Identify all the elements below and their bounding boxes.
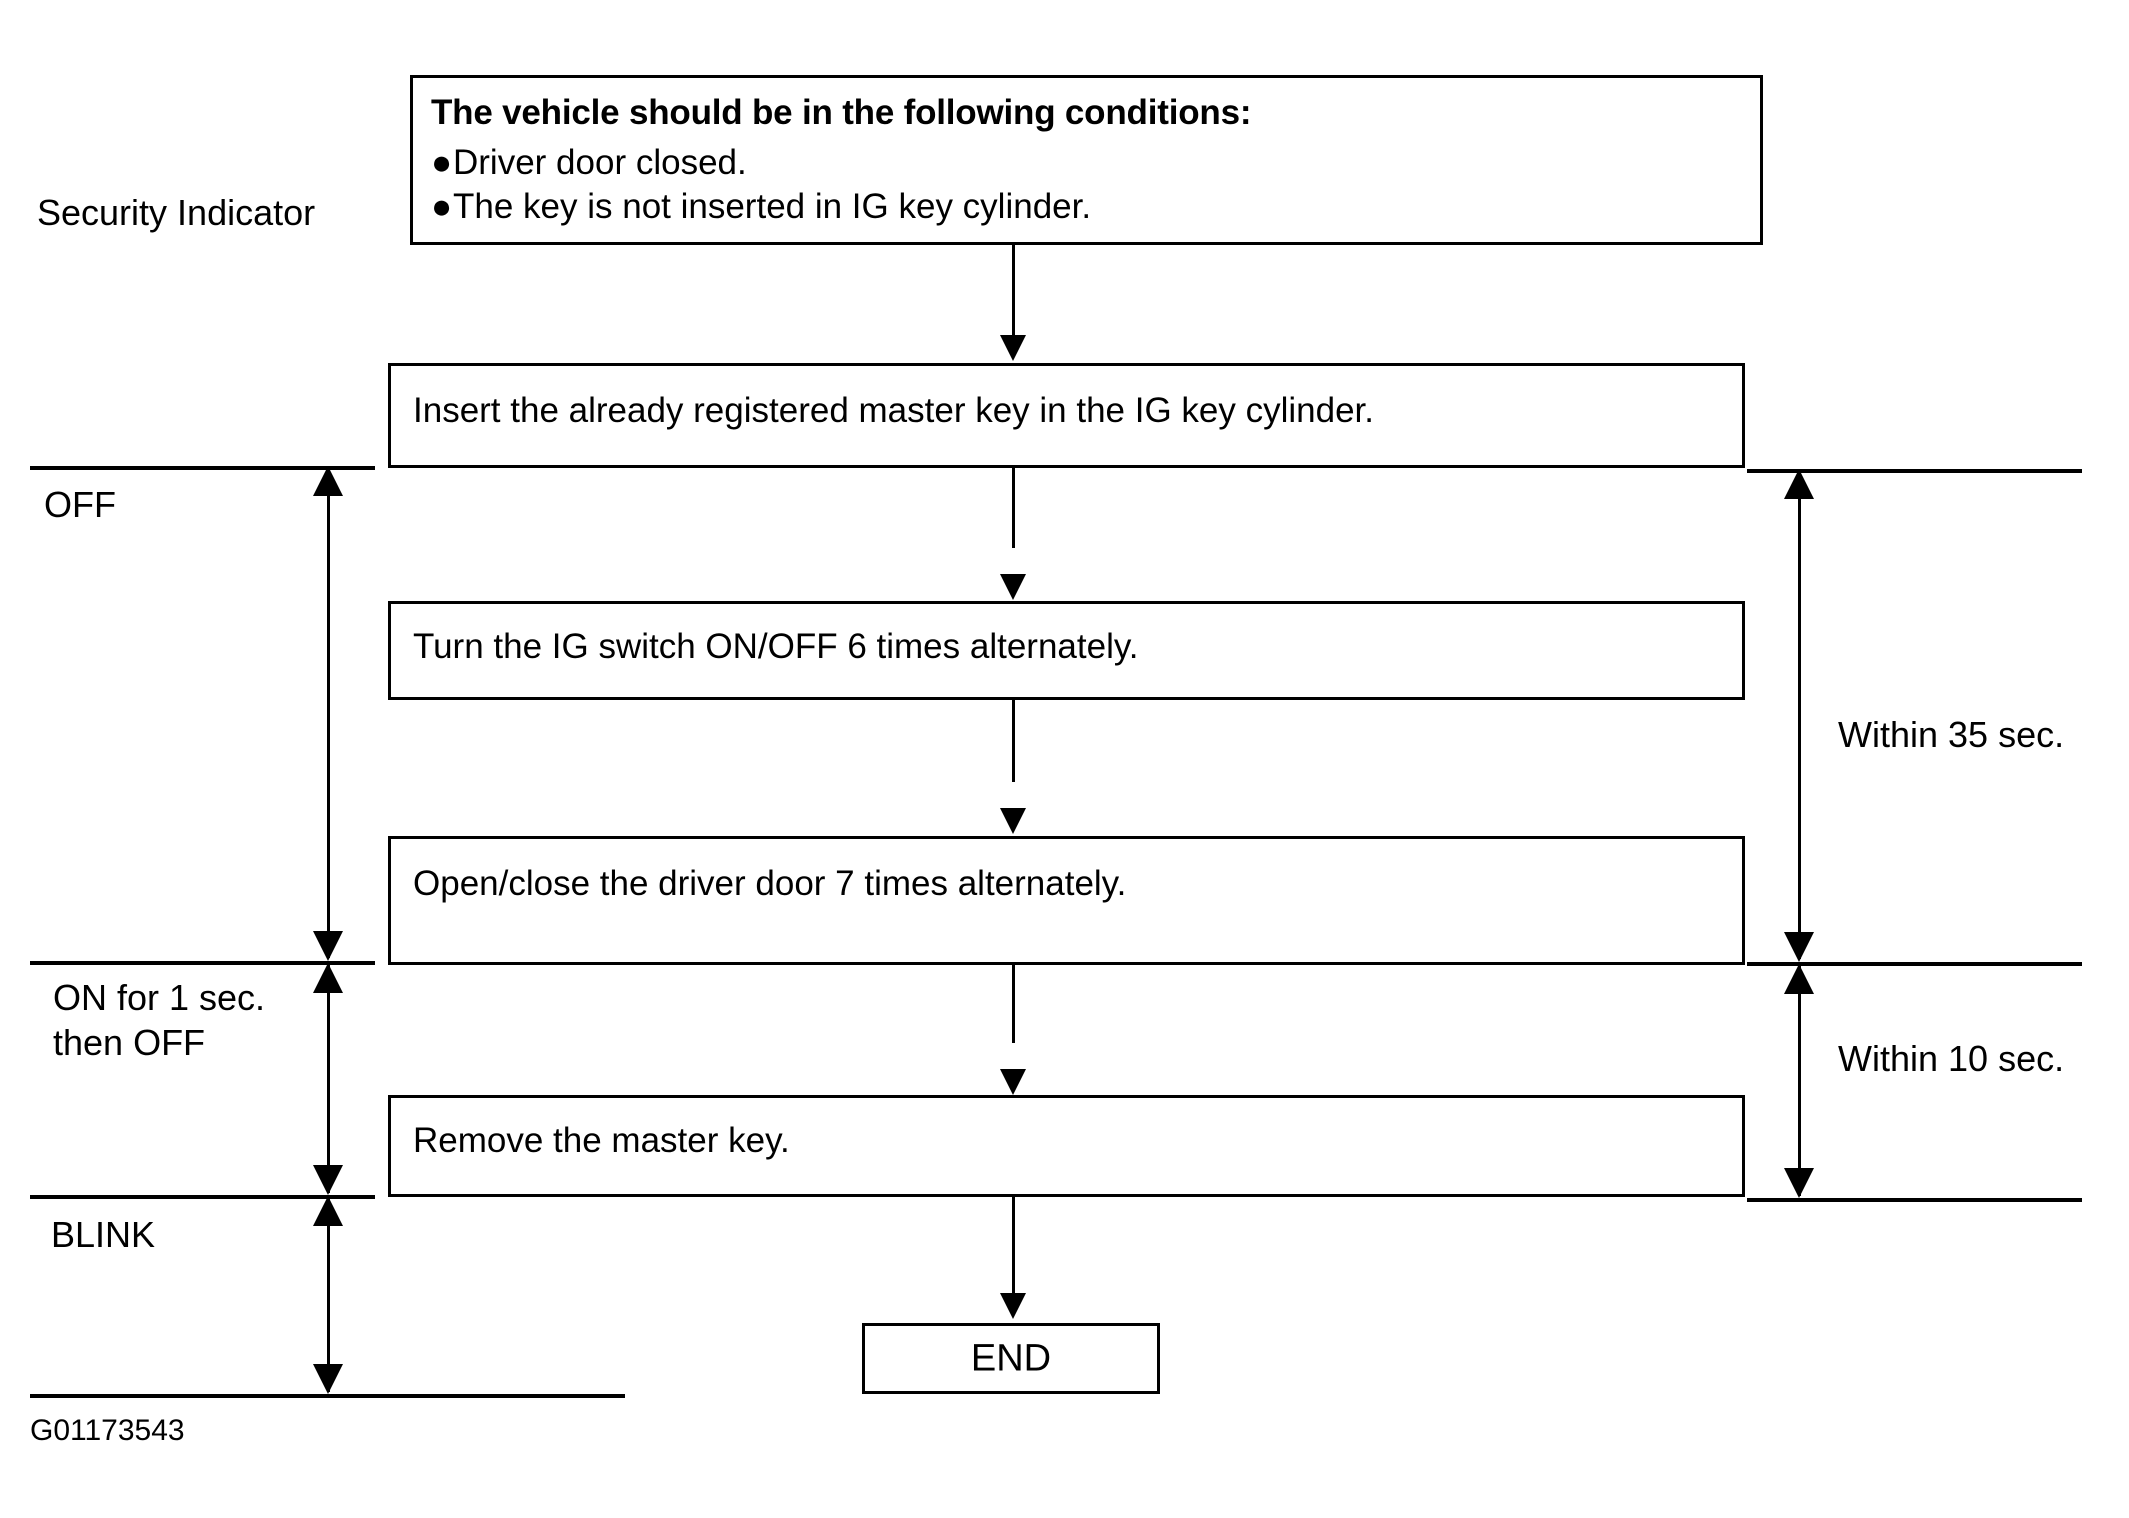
indicator-rule-on-1sec: [30, 961, 375, 965]
indicator-state-off: OFF: [44, 484, 116, 525]
timing-rule-top: [1747, 469, 2082, 473]
indicator-state-blink: BLINK: [51, 1214, 156, 1255]
security-indicator-axis-title: Security Indicator: [37, 192, 316, 233]
connector-step2-to-step3: [1012, 700, 1015, 782]
step-box-2-text: Turn the IG switch ON/OFF 6 times altern…: [413, 627, 1139, 666]
step-box-4-text: Remove the master key.: [413, 1121, 790, 1160]
connector-conditions-to-step1-arrow-icon: [1000, 335, 1026, 361]
step-box-1-text: Insert the already registered master key…: [413, 391, 1374, 430]
timing-rule-middle: [1747, 962, 2082, 966]
conditions-title: The vehicle should be in the following c…: [431, 93, 1252, 132]
condition-item-0-text: Driver door closed.: [453, 143, 747, 182]
figure-id-caption: G01173543: [30, 1414, 185, 1447]
indicator-span-on-arrow-up-icon: [313, 963, 343, 993]
connector-conditions-to-step1: [1012, 245, 1015, 337]
condition-item-1-text: The key is not inserted in IG key cylind…: [453, 187, 1092, 226]
timing-span-10sec-arrow-down-icon: [1784, 1168, 1814, 1198]
step-box-4: Remove the master key.: [388, 1095, 1745, 1197]
indicator-rule-blink: [30, 1195, 375, 1199]
indicator-rule-off-top: [30, 466, 375, 470]
indicator-state-on-1sec-then-off: ON for 1 sec. then OFF: [53, 977, 266, 1064]
indicator-span-off-arrow-down-icon: [313, 931, 343, 961]
timing-span-10sec-line: [1798, 966, 1801, 1196]
end-terminator-box: END: [862, 1323, 1160, 1394]
indicator-span-off-arrow-up-icon: [313, 466, 343, 496]
timing-span-35sec-arrow-up-icon: [1784, 469, 1814, 499]
connector-step4-to-end: [1012, 1197, 1015, 1293]
condition-item-0: ●Driver door closed.: [431, 140, 747, 186]
step-box-1: Insert the already registered master key…: [388, 363, 1745, 468]
timing-span-35sec-line: [1798, 473, 1801, 959]
condition-item-1: ●The key is not inserted in IG key cylin…: [431, 184, 1091, 230]
indicator-span-on-line: [327, 965, 330, 1193]
timing-label-within-10-sec: Within 10 sec.: [1838, 1038, 2065, 1079]
connector-step1-to-step2: [1012, 468, 1015, 548]
indicator-rule-bottom: [30, 1394, 625, 1398]
timing-label-within-35-sec: Within 35 sec.: [1838, 714, 2065, 755]
connector-step1-to-step2-arrow-icon: [1000, 574, 1026, 600]
timing-span-35sec-arrow-down-icon: [1784, 932, 1814, 962]
step-box-3-text: Open/close the driver door 7 times alter…: [413, 864, 1127, 903]
end-terminator-label: END: [970, 1337, 1052, 1379]
step-box-2: Turn the IG switch ON/OFF 6 times altern…: [388, 601, 1745, 700]
conditions-box: The vehicle should be in the following c…: [410, 75, 1763, 245]
bullet-icon: ●: [431, 187, 453, 226]
indicator-span-on-arrow-down-icon: [313, 1165, 343, 1195]
indicator-span-blink-line: [327, 1199, 330, 1392]
step-box-3: Open/close the driver door 7 times alter…: [388, 836, 1745, 965]
connector-step3-to-step4-arrow-icon: [1000, 1069, 1026, 1095]
bullet-icon: ●: [431, 143, 453, 182]
timing-rule-bottom: [1747, 1198, 2082, 1202]
indicator-span-blink-arrow-up-icon: [313, 1196, 343, 1226]
connector-step4-to-end-arrow-icon: [1000, 1293, 1026, 1319]
timing-span-10sec-arrow-up-icon: [1784, 964, 1814, 994]
indicator-span-blink-arrow-down-icon: [313, 1364, 343, 1394]
connector-step3-to-step4: [1012, 965, 1015, 1043]
connector-step2-to-step3-arrow-icon: [1000, 808, 1026, 834]
indicator-span-off-line: [327, 470, 330, 958]
